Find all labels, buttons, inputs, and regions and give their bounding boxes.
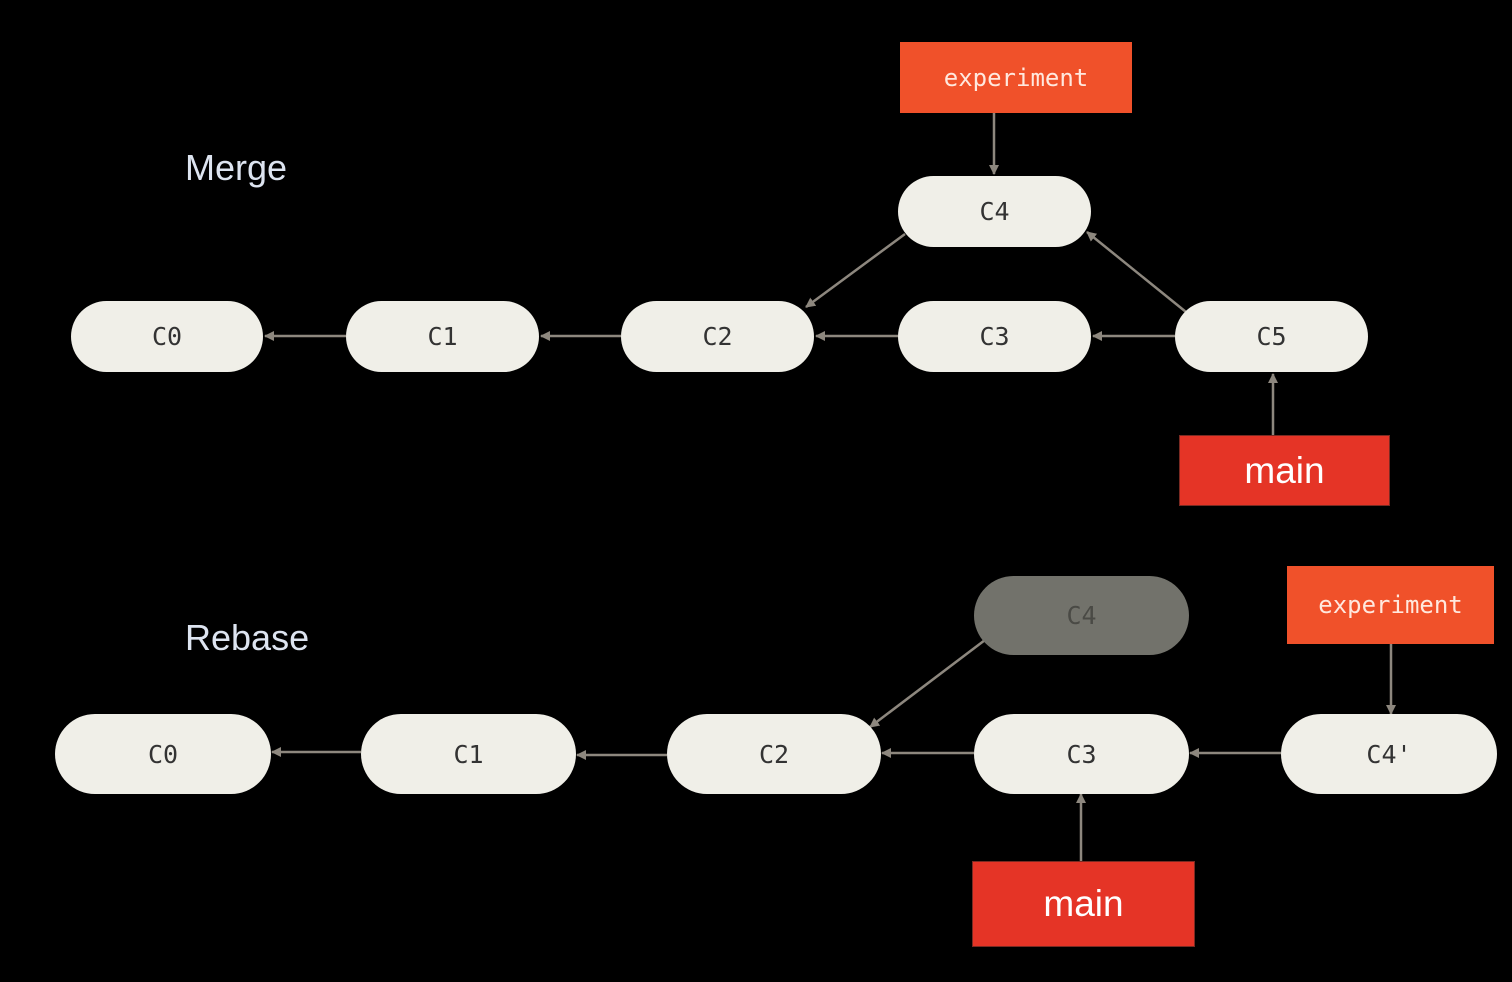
merge-commit-c5: C5 — [1175, 301, 1368, 372]
arrow-merge-c4-c2 — [805, 232, 906, 309]
merge-section-label: Merge — [185, 147, 288, 188]
arrow-rebase-c4old-c2 — [869, 639, 986, 728]
merge-commit-c2: C2 — [621, 301, 814, 372]
arrow-merge-c5-c4 — [1086, 231, 1187, 313]
rebase-commit-c1: C1 — [361, 714, 576, 794]
merge-commit-c4: C4 — [898, 176, 1091, 247]
rebase-commit-c0: C0 — [55, 714, 271, 794]
rebase-commit-c4-stale: C4 — [974, 576, 1189, 655]
rebase-section-label: Rebase — [185, 617, 310, 658]
rebase-commit-c2: C2 — [667, 714, 881, 794]
rebase-branch-experiment: experiment — [1287, 566, 1494, 644]
rebase-commit-c4-prime: C4' — [1281, 714, 1497, 794]
rebase-branch-main: main — [972, 861, 1195, 947]
merge-commit-c1: C1 — [346, 301, 539, 372]
merge-branch-experiment: experiment — [900, 42, 1132, 113]
rebase-commit-c3: C3 — [974, 714, 1189, 794]
merge-branch-main: main — [1179, 435, 1390, 506]
merge-commit-c3: C3 — [898, 301, 1091, 372]
merge-commit-c0: C0 — [71, 301, 263, 372]
